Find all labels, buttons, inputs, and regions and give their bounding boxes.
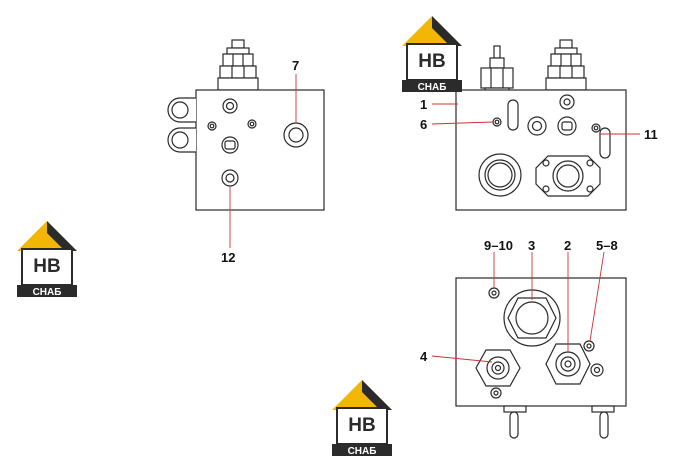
left-side-lugs — [167, 97, 196, 153]
callout-12: 12 — [221, 250, 235, 265]
front-pin-right — [599, 127, 611, 159]
callout-7: 7 — [292, 58, 299, 73]
rear-fitting-4 — [475, 349, 521, 387]
logo-top-wordmark: СНАБ — [418, 82, 447, 93]
callout-5-8: 5–8 — [596, 238, 618, 253]
rear-valve-body — [455, 277, 627, 407]
logo-left-wordmark: СНАБ — [33, 287, 62, 298]
callout-11: 11 — [644, 127, 658, 142]
front-valve-body — [455, 89, 627, 211]
rear-view — [455, 277, 627, 439]
front-port-mid-a — [527, 116, 547, 136]
callout-1: 1 — [420, 97, 427, 112]
logo-top: HB СНАБ — [401, 15, 463, 93]
left-bolt-small-a — [207, 121, 217, 131]
logo-bottom-mark: HB — [348, 415, 375, 436]
front-port-mid-b — [557, 116, 577, 136]
callout-2: 2 — [564, 238, 571, 253]
callout-9-10: 9–10 — [484, 238, 513, 253]
front-flange-port — [535, 155, 601, 197]
front-fitting-left — [480, 45, 514, 97]
rear-bolt-5-8 — [583, 340, 595, 352]
front-port-top — [559, 94, 575, 110]
callout-labels: 7 12 1 6 11 9–10 3 2 5–8 4 — [221, 58, 658, 364]
left-top-fitting — [217, 39, 259, 91]
callout-4: 4 — [420, 349, 428, 364]
logo-left: HB СНАБ — [16, 220, 78, 298]
left-port-mid — [221, 136, 239, 154]
logo-bottom-wordmark: СНАБ — [348, 446, 377, 457]
logo-top-mark: HB — [418, 51, 445, 72]
front-pin-left — [507, 99, 519, 131]
front-port-large-left — [478, 153, 522, 197]
rear-bottom-pins — [503, 405, 615, 439]
leader-lines — [229, 74, 640, 363]
rear-fitting-2 — [545, 343, 591, 385]
rear-bolt-right — [590, 363, 604, 377]
front-view — [455, 39, 627, 211]
logo-bottom: HB СНАБ — [331, 379, 393, 457]
left-view — [167, 39, 325, 211]
logo-left-mark: HB — [33, 256, 60, 277]
rear-bolt-bottom — [490, 387, 502, 399]
left-valve-body — [195, 89, 325, 211]
front-bolt-11 — [591, 123, 601, 133]
callout-3: 3 — [528, 238, 535, 253]
left-bolt-small-b — [247, 119, 257, 129]
front-fitting-right — [545, 39, 587, 91]
callout-6: 6 — [420, 117, 427, 132]
left-port-top — [222, 98, 238, 114]
